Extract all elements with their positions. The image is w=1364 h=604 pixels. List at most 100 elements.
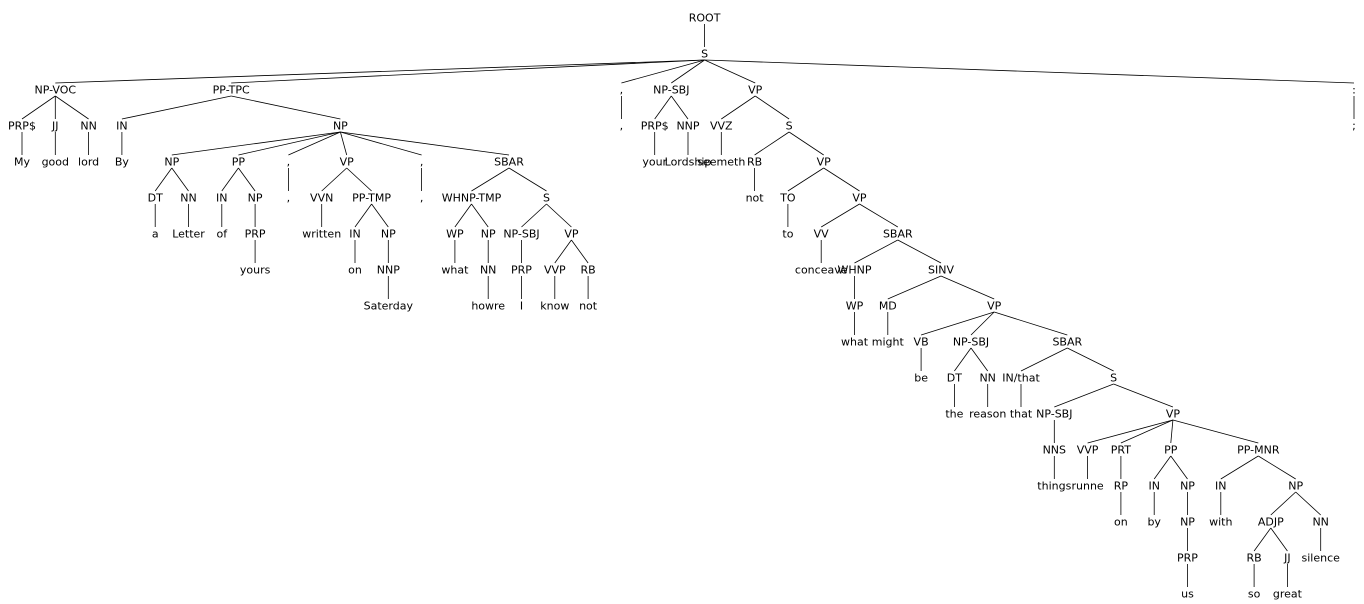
tree-edge <box>1258 455 1296 480</box>
node-in-that: IN/that <box>1002 372 1040 385</box>
tree-edge <box>21 95 56 120</box>
tree-edge <box>508 167 547 192</box>
node-vp: VP <box>817 156 832 169</box>
word-be: be <box>914 372 928 385</box>
word-semicolon: ; <box>1352 120 1356 133</box>
node-nn: NN <box>180 192 196 205</box>
tree-edge <box>1067 347 1114 372</box>
tree-edge <box>346 167 372 192</box>
node-vp: VP <box>748 84 763 97</box>
tree-edge <box>521 203 547 228</box>
tree-edge <box>354 203 372 228</box>
word-things: things <box>1037 480 1071 493</box>
tree-edge <box>1153 455 1172 480</box>
tree-edge <box>1270 527 1288 552</box>
tree-edge <box>288 131 341 156</box>
tree-edges <box>21 24 1355 587</box>
node-rb: RB <box>580 264 595 277</box>
node-np: NP <box>333 120 348 133</box>
word-with: with <box>1209 516 1232 529</box>
tree-edge <box>554 239 572 264</box>
node-whnp-tmp: WHNP-TMP <box>442 192 502 205</box>
node-colon: : <box>1352 84 1356 97</box>
node-pp: PP <box>232 156 246 169</box>
tree-edge <box>121 95 232 120</box>
tree-edge <box>340 131 348 156</box>
node-np: NP <box>1180 480 1195 493</box>
word-might: might <box>872 336 905 349</box>
tree-edge <box>704 59 756 84</box>
node-prp-poss: PRP$ <box>8 120 36 133</box>
tree-edge <box>994 311 1068 336</box>
tree-edge <box>897 239 942 264</box>
node-prp: PRP <box>511 264 532 277</box>
tree-edge <box>340 131 510 156</box>
tree-edge <box>954 347 972 372</box>
node-np-sbj: NP-SBJ <box>503 228 539 241</box>
word-yours: yours <box>240 264 271 277</box>
node-nnp: NNP <box>676 120 699 133</box>
node-to: TO <box>779 192 796 205</box>
word-by: by <box>1147 516 1161 529</box>
tree-edge <box>546 203 572 228</box>
tree-edge <box>854 239 898 264</box>
node-np-sbj: NP-SBJ <box>953 336 989 349</box>
word-what: what <box>841 336 869 349</box>
node-vb: VB <box>914 336 929 349</box>
tree-edge <box>171 167 189 192</box>
tree-edge <box>670 95 689 120</box>
tree-edge <box>970 311 995 336</box>
tree-edge <box>788 131 824 156</box>
tree-edge <box>940 275 995 300</box>
node-nnp: NNP <box>377 264 400 277</box>
word-lord: lord <box>78 156 99 169</box>
word-a: a <box>152 228 159 241</box>
node-np: NP <box>1180 516 1195 529</box>
node-sbar: SBAR <box>494 156 524 169</box>
node-jj: JJ <box>51 120 59 133</box>
word-what: what <box>441 264 469 277</box>
node-pp: PP <box>1164 444 1178 457</box>
node-nn: NN <box>80 120 96 133</box>
tree-edge <box>1170 419 1174 444</box>
tree-edge <box>887 275 942 300</box>
word-i: I <box>520 300 523 313</box>
node-in: IN <box>116 120 127 133</box>
node-vp: VP <box>1166 408 1181 421</box>
word-know: know <box>540 300 569 313</box>
tree-edge <box>820 203 860 228</box>
node-prp-poss: PRP$ <box>641 120 669 133</box>
tree-edge <box>571 239 589 264</box>
node-np-sbj: NP-SBJ <box>1036 408 1072 421</box>
word-howre: howre <box>471 300 505 313</box>
word-lordship: Lordship <box>665 156 712 169</box>
node-vvp: VVP <box>1077 444 1099 457</box>
node-comma: , <box>620 84 624 97</box>
tree-edge <box>55 59 705 84</box>
tree-edge <box>221 167 239 192</box>
tree-edge <box>1220 455 1259 480</box>
tree-edge <box>238 167 256 192</box>
tree-edge <box>1120 419 1174 444</box>
node-nn: NN <box>979 372 995 385</box>
node-in: IN <box>1148 480 1159 493</box>
tree-edge <box>1253 527 1272 552</box>
node-vvz: VVZ <box>710 120 733 133</box>
word-your: your <box>642 156 667 169</box>
node-prp: PRP <box>1177 552 1198 565</box>
word-reason: reason <box>969 408 1006 421</box>
tree-edge <box>238 131 341 156</box>
node-s: S <box>543 192 550 205</box>
node-comma: , <box>287 156 291 169</box>
node-rp: RP <box>1114 480 1129 493</box>
tree-edge <box>454 203 472 228</box>
node-s: S <box>1110 372 1117 385</box>
tree-edge <box>1172 419 1259 444</box>
node-whnp: WHNP <box>837 264 871 277</box>
word-written: written <box>302 228 341 241</box>
node-s: S <box>786 120 793 133</box>
tree-edge <box>721 95 756 120</box>
tree-edge <box>171 131 341 156</box>
node-pp-tpc: PP-TPC <box>213 84 250 97</box>
